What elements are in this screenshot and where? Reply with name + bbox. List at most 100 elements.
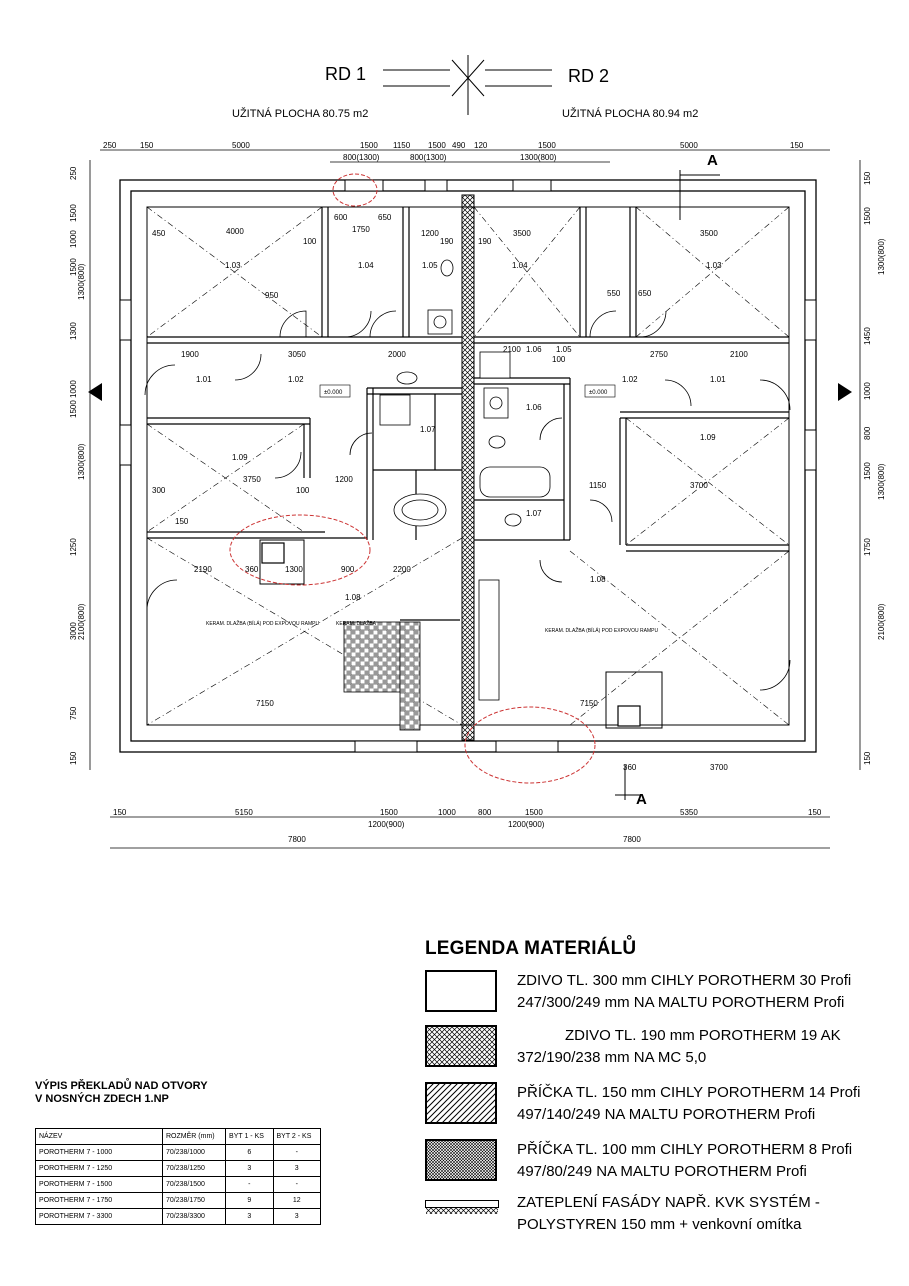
dimension-label: 150 [113,808,127,817]
dimension-label: 1500 [69,400,78,418]
svg-text:4000: 4000 [226,227,244,236]
room-label: 1.08 [345,593,361,602]
svg-text:3750: 3750 [243,475,261,484]
kitchen-counter-left [343,621,401,693]
legend-line: 497/140/249 NA MALTU POROTHERM Profi [517,1106,816,1123]
room-dims-left: 4000 1750 1200 190 100 950 3050 2000 190… [152,213,454,708]
kitchen-counter-left-2 [399,621,421,731]
table-row: POROTHERM 7 - 1000 70/238/1000 6 - [35,1144,321,1161]
dimension-label: 800(1300) [410,153,447,162]
dimension-label: 1500 [863,462,872,480]
room-label: 1.06 [526,403,542,412]
legend-item-partition-100: PŘÍČKA TL. 100 mm CIHLY POROTHERM 8 Prof… [425,1139,905,1185]
col-header: BYT 2 - KS [272,1128,321,1145]
dimension-label: 150 [69,751,78,765]
legend-line: PŘÍČKA TL. 150 mm CIHLY POROTHERM 14 Pro… [517,1084,861,1101]
room-label: 1.04 [512,261,528,270]
dimension-label: 750 [69,706,78,720]
svg-text:3500: 3500 [513,229,531,238]
dimension-label: 1300(800) [520,153,557,162]
floor-plan: RD 1 RD 2 UŽITNÁ PLOCHA 80.75 m2 UŽITNÁ … [69,55,886,849]
room-labels-right: 1.04 1.03 1.06 1.02 1.01 1.06 1.09 1.07 … [512,261,726,584]
legend-item-brick-300: ZDIVO TL. 300 mm CIHLY POROTHERM 30 Prof… [425,970,905,1016]
svg-text:±0.000: ±0.000 [589,390,608,396]
room-diagonals [146,206,790,726]
dimension-label: 150 [863,171,872,185]
dimension-label: 1200(900) [508,820,545,829]
dimension-label: 5350 [680,808,698,817]
legend-line: 497/80/249 NA MALTU POROTHERM Profi [517,1163,807,1180]
stove-right [617,705,641,727]
room-labels-left: 1.03 1.04 1.05 1.01 1.02 1.07 1.09 1.08 [196,261,438,602]
dimension-label: 1150 [393,141,411,150]
legend-line: ZDIVO TL. 300 mm CIHLY POROTHERM 30 Prof… [517,972,852,989]
dimension-label: 5000 [232,141,250,150]
revision-clouds [229,173,596,784]
svg-text:2000: 2000 [388,350,406,359]
dimension-label: 1200(900) [368,820,405,829]
room-label: 1.07 [420,425,436,434]
col-header: NÁZEV [35,1128,163,1145]
dimension-label: 1500 [380,808,398,817]
svg-text:3700: 3700 [690,481,708,490]
dimension-label: 250 [103,141,117,150]
svg-text:1200: 1200 [335,475,353,484]
svg-text:±0.000: ±0.000 [324,390,343,396]
dimension-label: 150 [140,141,154,150]
dimension-label: 1750 [863,538,872,556]
legend-line: 372/190/238 mm NA MC 5,0 [517,1049,707,1066]
svg-text:3700: 3700 [710,763,728,772]
legend-item-brick-190: ZDIVO TL. 190 mm POROTHERM 19 AK 372/190… [425,1025,905,1071]
svg-text:150: 150 [175,517,189,526]
svg-text:3050: 3050 [288,350,306,359]
dimension-label: 1500 [863,207,872,225]
svg-text:7150: 7150 [256,699,274,708]
dimension-label: 800 [863,426,872,440]
floor-note-right: KERAM. DLAŽBA (BÍLÁ) POD EXPOVOU RAMPU [545,626,658,634]
room-label: 1.08 [590,575,606,584]
room-label: 1.03 [706,261,722,270]
svg-text:1900: 1900 [181,350,199,359]
svg-text:190: 190 [478,237,492,246]
legend-line: 247/300/249 mm NA MALTU POROTHERM Profi [517,994,845,1011]
room-label: 1.04 [358,261,374,270]
floor-note-tiles: KERAM. DLAŽBA [336,619,377,627]
col-header: BYT 1 - KS [225,1128,274,1145]
dimension-label: 1300(800) [77,263,86,300]
legend-item-insulation: ZATEPLENÍ FASÁDY NAPŘ. KVK SYSTÉM - POLY… [425,1192,905,1238]
dimension-label: 490 [452,141,466,150]
section-mark-top: A [707,152,718,169]
chimney-right [605,671,663,729]
dimension-label: 1450 [863,327,872,345]
dimension-label: 1500 [69,258,78,276]
dimension-label: 1300(800) [877,463,886,500]
legend-line: ZDIVO TL. 190 mm POROTHERM 19 AK [565,1027,841,1044]
lintel-title-line2: V NOSNÝCH ZDECH 1.NP [35,1093,169,1105]
dimension-label: 5150 [235,808,253,817]
dimension-label: 150 [808,808,822,817]
lintel-title-line1: VÝPIS PŘEKLADŮ NAD OTVORY [35,1080,208,1092]
svg-text:550: 550 [607,289,621,298]
door-swings [144,310,791,691]
dimension-label: 3000 [69,622,78,640]
svg-text:100: 100 [296,486,310,495]
svg-text:7150: 7150 [580,699,598,708]
dimension-label: 800 [478,808,492,817]
svg-text:650: 650 [638,289,652,298]
room-label: 1.06 [526,345,542,354]
dimension-label: 1500 [69,204,78,222]
table-header-row: NÁZEV ROZMĚR (mm) BYT 1 - KS BYT 2 - KS [35,1128,321,1145]
svg-text:450: 450 [152,229,166,238]
bottom-dimension-line [110,816,830,849]
bath-fixtures [379,259,551,527]
svg-text:1.05: 1.05 [556,345,572,354]
separator-symbol [383,55,552,115]
rd1-title: RD 1 [325,64,366,84]
section-markers [88,170,852,800]
top-dimension-line [100,149,830,163]
dimension-label: 1000 [69,380,78,398]
room-label: 1.03 [225,261,241,270]
rd2-title: RD 2 [568,66,609,86]
